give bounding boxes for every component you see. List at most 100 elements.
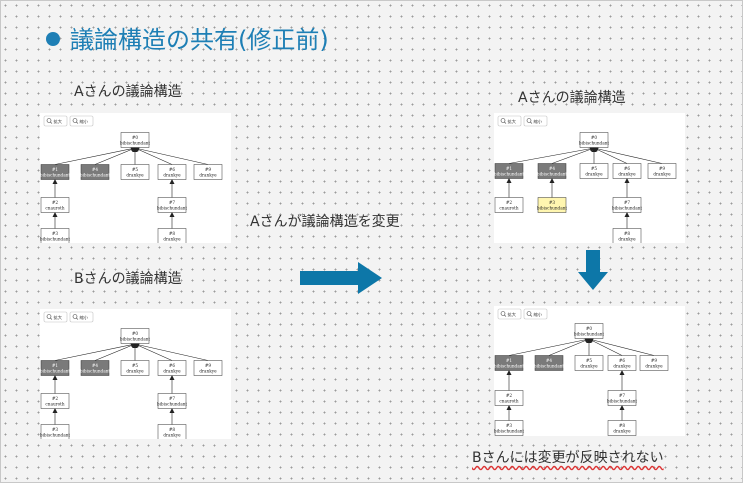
node-id: #9 (651, 358, 658, 363)
node-label: bibischundant (537, 172, 567, 177)
node-label: bibischundant (80, 369, 110, 374)
node-id: #5 (586, 358, 593, 363)
node-label: drankye (163, 173, 181, 178)
zoom-out-button-label: 縮小 (534, 311, 543, 318)
result-caption: Bさんには変更が反映されない (472, 450, 664, 466)
label-a-before: Aさんの議論構造 (74, 84, 182, 100)
zoom-out-button[interactable]: 縮小 (69, 115, 94, 127)
node-label: drankye (653, 172, 671, 177)
node-id: #8 (624, 231, 631, 236)
node-id: #4 (549, 166, 556, 171)
node-id: #4 (546, 358, 553, 363)
zoom-out-button[interactable]: 縮小 (69, 311, 94, 323)
graph-edge (134, 343, 173, 361)
node-label: drankye (645, 364, 663, 369)
change-caption: Aさんが議論構造を変更 (250, 214, 400, 230)
node-id: #7 (169, 396, 176, 401)
node-label: bibischundant (537, 206, 567, 211)
magnifier-icon (526, 311, 533, 317)
bullet-icon (46, 32, 60, 46)
label-a-after: Aさんの議論構造 (518, 90, 626, 106)
graph-edge (508, 146, 595, 164)
magnifier-icon (72, 314, 79, 320)
node-label: drankye (580, 364, 598, 369)
node-id: #1 (506, 166, 513, 171)
node-id: #4 (92, 363, 99, 368)
zoom-out-button[interactable]: 縮小 (523, 115, 548, 127)
node-id: #3 (549, 200, 556, 205)
graph-edge (134, 146, 209, 165)
node-id: #9 (659, 166, 666, 171)
graph-edge (508, 337, 590, 356)
zoom-out-button-label: 縮小 (534, 118, 543, 125)
node-label: bibischundant (534, 364, 564, 369)
node-id: #9 (205, 363, 212, 368)
zoom-in-button[interactable]: 拡大 (43, 311, 68, 323)
node-id: #9 (205, 167, 212, 172)
node-label: bibischundant (607, 399, 637, 404)
zoom-in-button-label: 拡大 (508, 118, 516, 125)
zoom-in-button[interactable]: 拡大 (497, 308, 522, 320)
node-label: bibischundant (40, 237, 70, 242)
node-label: bibischundant (157, 206, 187, 211)
node-label: bibischundant (494, 172, 524, 177)
zoom-in-button[interactable]: 拡大 (43, 115, 68, 127)
node-label: bibischundant (157, 402, 187, 407)
node-label: drankye (613, 429, 631, 434)
node-id: #1 (52, 167, 59, 172)
node-id: #5 (132, 167, 139, 172)
zoom-out-button[interactable]: 縮小 (523, 308, 548, 320)
node-id: #5 (591, 166, 598, 171)
node-label: drankye (199, 173, 217, 178)
graph-edge (593, 147, 628, 164)
node-label: drankye (199, 369, 217, 374)
magnifier-icon (500, 311, 507, 317)
node-id: #2 (52, 200, 59, 205)
node-label: bibischundant (40, 433, 70, 438)
graph-edge (551, 147, 595, 164)
magnifier-icon (46, 314, 53, 320)
node-label: bibischundant (574, 332, 604, 337)
zoom-in-button[interactable]: 拡大 (497, 115, 522, 127)
